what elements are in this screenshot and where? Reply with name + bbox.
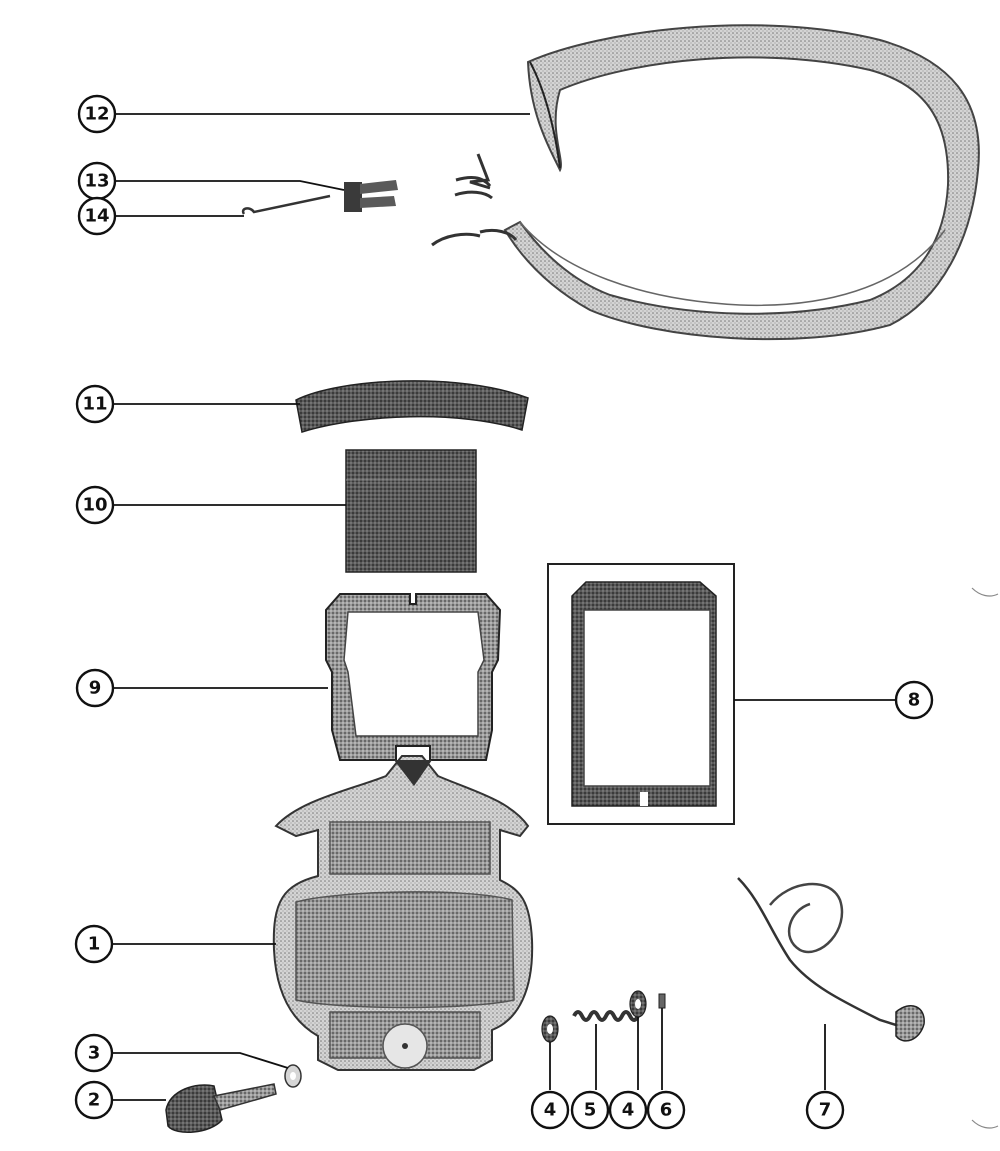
callout-2: 2 (74, 1080, 114, 1120)
callout-11: 11 (75, 384, 115, 424)
callout-label: 11 (82, 394, 107, 415)
gasket-frame-part (325, 593, 502, 761)
callout-12: 12 (77, 94, 117, 134)
callout-label: 1 (88, 934, 101, 955)
spring-part (572, 1010, 640, 1022)
callout-14: 14 (77, 196, 117, 236)
callout-label: 2 (88, 1090, 101, 1111)
wire-hook-part (241, 194, 331, 215)
callout-1: 1 (74, 924, 114, 964)
callout-13: 13 (77, 161, 117, 201)
callout-5: 5 (570, 1090, 610, 1130)
callout-10: 10 (75, 485, 115, 525)
leader-13 (116, 180, 345, 191)
page-curl-mark-top (971, 587, 999, 597)
callout-label: 13 (84, 171, 109, 192)
callout-6: 6 (646, 1090, 686, 1130)
leader-lines (112, 113, 896, 1101)
curved-pad-part (295, 380, 529, 433)
washer-right-part (629, 990, 647, 1018)
main-housing-part (272, 755, 534, 1071)
callout-label: 10 (82, 495, 107, 516)
clip-part (344, 180, 398, 212)
callout-label: 5 (584, 1100, 597, 1121)
strap-band-part (503, 24, 980, 341)
callout-9: 9 (75, 668, 115, 708)
small-washer-part (284, 1064, 302, 1088)
page-curl-mark-bottom (971, 1119, 999, 1129)
callout-label: 9 (89, 678, 102, 699)
cable-part (737, 877, 925, 1042)
band-hooks (431, 153, 518, 247)
callout-3: 3 (74, 1033, 114, 1073)
callout-4b: 4 (608, 1090, 648, 1130)
callout-label: 4 (622, 1100, 635, 1121)
callout-label: 14 (84, 206, 109, 227)
washer-left-part (541, 1015, 559, 1043)
rectangular-pad-part (345, 449, 477, 573)
callout-4a: 4 (530, 1090, 570, 1130)
callout-label: 4 (544, 1100, 557, 1121)
leader-3 (112, 1052, 289, 1069)
callout-label: 12 (84, 104, 109, 125)
callout-label: 6 (660, 1100, 673, 1121)
callout-7: 7 (805, 1090, 845, 1130)
pin-part (658, 993, 666, 1009)
callout-label: 3 (88, 1043, 101, 1064)
callout-8: 8 (894, 680, 934, 720)
knob-part (165, 1083, 277, 1133)
framed-detail-part (547, 563, 735, 825)
callout-label: 8 (908, 690, 921, 711)
callout-label: 7 (819, 1100, 832, 1121)
